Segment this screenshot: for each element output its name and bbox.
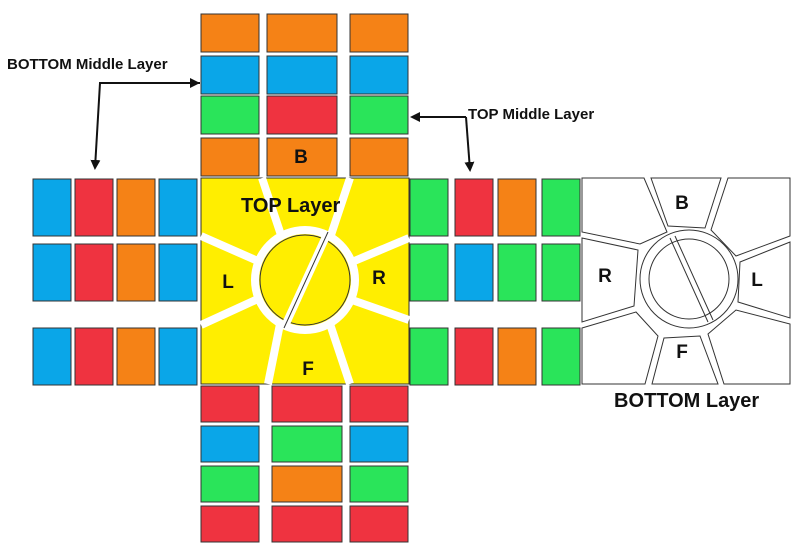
left-sticker (158, 327, 198, 386)
front-sticker (271, 465, 343, 503)
right-sticker (541, 243, 581, 302)
right-sticker (497, 243, 537, 302)
front-sticker (271, 505, 343, 543)
arrow-top-middle-to-right (464, 116, 475, 172)
right-sticker (409, 178, 449, 237)
bottom-face-left-label: L (751, 270, 763, 291)
top-cut-line (326, 322, 354, 386)
right-sticker (454, 243, 494, 302)
left-sticker (74, 178, 114, 237)
left-sticker (32, 178, 72, 237)
front-sticker (349, 425, 409, 463)
front-sticker (349, 385, 409, 423)
back-sticker (200, 95, 260, 135)
back-sticker (200, 13, 260, 53)
right-sticker (409, 327, 449, 386)
top-face-left-label: L (222, 272, 234, 293)
front-sticker (200, 425, 260, 463)
right-sticker (497, 178, 537, 237)
top-center-split-outline (283, 231, 329, 329)
top-cut-line (199, 294, 262, 329)
front-sticker (271, 385, 343, 423)
bottom-center-split (669, 237, 709, 323)
top-face-back-label: B (294, 147, 308, 168)
left-strip (32, 178, 198, 386)
front-sticker (349, 505, 409, 543)
left-sticker (74, 243, 114, 302)
top-cut-line (258, 176, 286, 240)
right-sticker (454, 327, 494, 386)
bottom-piece-front (651, 335, 719, 385)
top-middle-layer-label: TOP Middle Layer (468, 106, 595, 123)
back-sticker (349, 95, 409, 135)
top-cut-line (199, 232, 262, 266)
front-sticker (200, 505, 260, 543)
left-sticker (116, 178, 156, 237)
bottom-face-front-label: F (676, 342, 688, 363)
bottom-face-back-label: B (675, 193, 689, 214)
top-cut-line (350, 296, 411, 324)
right-strip (409, 178, 581, 386)
arrow-bottom-middle-to-left (90, 82, 200, 170)
top-cut-line (264, 323, 284, 385)
bottom-piece (707, 309, 791, 385)
front-sticker (271, 425, 343, 463)
right-sticker (541, 327, 581, 386)
bottom-middle-layer-label: BOTTOM Middle Layer (7, 56, 168, 73)
left-sticker (32, 327, 72, 386)
top-cut-line (326, 176, 354, 240)
top-face-right-label: R (372, 268, 386, 289)
top-cut-line (350, 234, 411, 266)
back-sticker (266, 137, 338, 177)
left-sticker (158, 243, 198, 302)
bottom-center-split (674, 235, 714, 321)
bottom-layer-face (581, 177, 791, 385)
back-sticker (349, 13, 409, 53)
right-sticker (497, 327, 537, 386)
back-sticker (200, 137, 260, 177)
back-sticker (266, 95, 338, 135)
left-sticker (116, 243, 156, 302)
bottom-layer-label: BOTTOM Layer (614, 390, 760, 412)
right-sticker (454, 178, 494, 237)
front-sticker (200, 385, 260, 423)
bottom-piece-back (650, 177, 722, 229)
top-center-ring-outline (259, 234, 351, 326)
top-face-front-label: F (302, 359, 314, 380)
bottom-piece-left (737, 241, 791, 319)
top-layer-label: TOP Layer (241, 195, 341, 217)
top-center-ring (251, 226, 359, 334)
left-sticker (158, 178, 198, 237)
right-sticker (409, 243, 449, 302)
left-sticker (116, 327, 156, 386)
front-sticker (200, 465, 260, 503)
back-sticker (349, 55, 409, 95)
left-sticker (32, 243, 72, 302)
right-sticker (541, 178, 581, 237)
back-sticker (266, 13, 338, 53)
bottom-face-right-label: R (598, 266, 612, 287)
back-sticker (266, 55, 338, 95)
front-sticker (349, 465, 409, 503)
front-strip (200, 385, 409, 543)
left-sticker (74, 327, 114, 386)
bottom-piece (581, 311, 659, 385)
bottom-piece (710, 177, 791, 257)
back-sticker (200, 55, 260, 95)
top-layer-face (199, 176, 411, 386)
back-sticker (349, 137, 409, 177)
back-strip (200, 13, 409, 177)
bottom-piece-right (581, 237, 639, 323)
bottom-piece (581, 177, 668, 245)
